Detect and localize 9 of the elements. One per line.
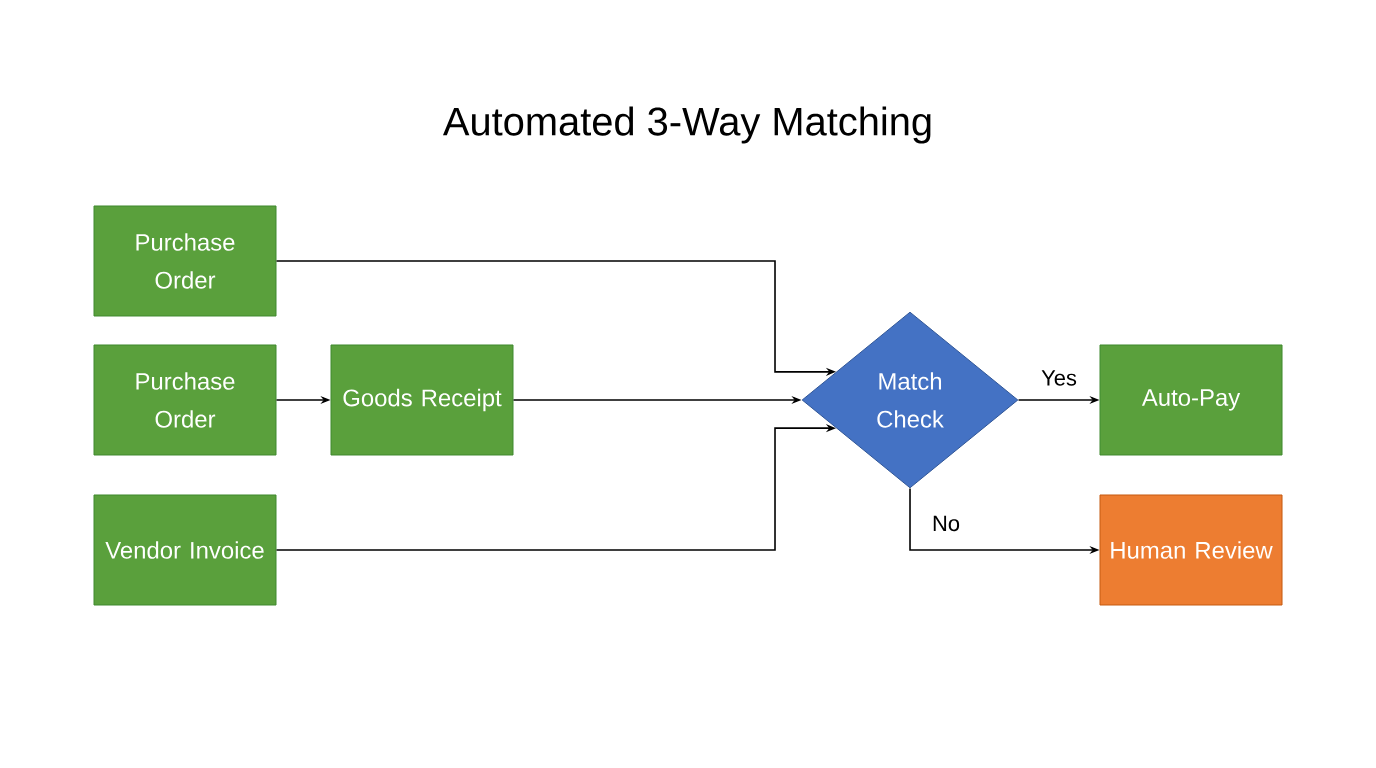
process-box: Goods Receipt	[330, 344, 514, 456]
edge-label: No	[933, 515, 960, 532]
edge-label: Yes	[1041, 370, 1077, 386]
title: Automated 3-Way Matching	[442, 106, 931, 144]
process-box: Auto-Pay	[1099, 344, 1283, 456]
process-box: Vendor Invoice	[93, 494, 277, 606]
process-box: Purchase Order	[93, 344, 277, 456]
process-box: Human Review	[1099, 494, 1283, 606]
process-box: Purchase Order	[93, 205, 277, 317]
